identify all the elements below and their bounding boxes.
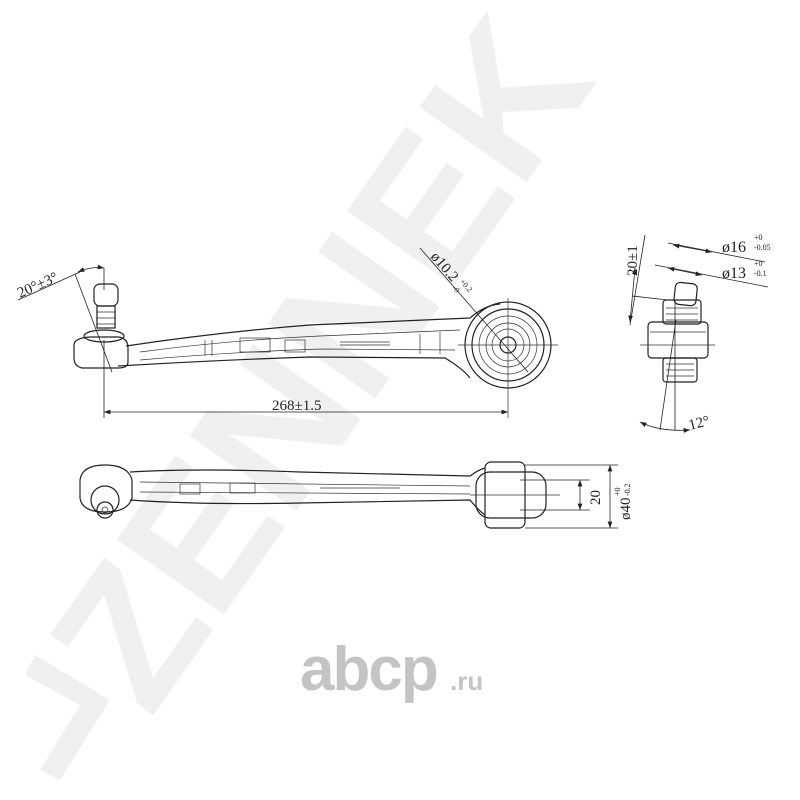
logo-name: abcp bbox=[300, 635, 437, 704]
bottom-view: 20 ø40 +0 -0.2 bbox=[79, 461, 634, 529]
height-label: 20±1 bbox=[625, 245, 641, 276]
dia1-tol-lower: -0.05 bbox=[754, 243, 771, 252]
dia2-tol-upper: +0 bbox=[754, 259, 763, 268]
ball-stud-thread bbox=[96, 305, 116, 329]
arm-lower-edge bbox=[117, 356, 471, 379]
abcp-logo: abcp .ru bbox=[300, 635, 483, 704]
dia2-label: ø13 bbox=[722, 265, 746, 282]
bush-tol-upper: +0 bbox=[613, 487, 622, 496]
logo-tld: .ru bbox=[450, 666, 483, 696]
watermark-text: ZENNEK bbox=[10, 0, 632, 744]
side-housing bbox=[647, 321, 709, 359]
side-view: 12° 20±1 ø16 +0 -0.05 ø13 +0 -0.1 bbox=[625, 233, 771, 434]
bottom-housing bbox=[79, 464, 133, 513]
ball-joint-housing bbox=[73, 336, 129, 369]
bottom-arm-upper bbox=[129, 467, 486, 477]
bush-tol-lower: -0.2 bbox=[623, 483, 632, 496]
dia1-label: ø16 bbox=[722, 239, 746, 256]
ball-stud-tip bbox=[93, 283, 119, 307]
dia1-tol-upper: +0 bbox=[754, 233, 763, 242]
bottom-arm-lower bbox=[129, 499, 486, 516]
top-view: 268±1.5 20°±3° ø10.2 +0.2 -0 bbox=[15, 247, 558, 418]
hole-tol-lower: -0 bbox=[450, 284, 461, 295]
length-label: 268±1.5 bbox=[272, 398, 321, 414]
side-stud-tip bbox=[673, 281, 698, 307]
width-label: 20 bbox=[588, 490, 604, 505]
bushing-top bbox=[458, 298, 558, 418]
side-angle-label: 12° bbox=[687, 413, 711, 434]
bush-dia-label: ø40 bbox=[618, 498, 634, 521]
dia2-tol-lower: -0.1 bbox=[754, 269, 767, 278]
watermark-chevron bbox=[25, 655, 110, 780]
ball-angle-label: 20°±3° bbox=[15, 270, 61, 302]
